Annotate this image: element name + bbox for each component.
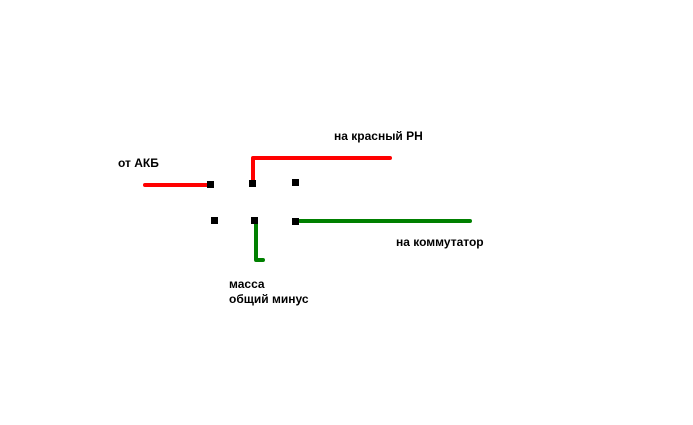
label-to-commutator: на коммутатор: [396, 235, 484, 249]
wire-to-red-rn: [251, 156, 392, 185]
label-to-red-wire: на красный РН: [334, 129, 423, 143]
terminal-red-rn: [249, 180, 256, 187]
label-ground-line1: масса: [229, 277, 265, 291]
label-from-battery: от АКБ: [118, 156, 159, 170]
label-ground: масса общий минус: [229, 277, 309, 307]
terminal-bottom-left: [211, 217, 218, 224]
terminal-commutator: [292, 218, 299, 225]
terminal-top-right: [292, 179, 299, 186]
terminal-ground: [251, 217, 258, 224]
wire-ground: [254, 219, 265, 262]
terminal-battery: [207, 181, 214, 188]
label-ground-line2: общий минус: [229, 292, 309, 306]
